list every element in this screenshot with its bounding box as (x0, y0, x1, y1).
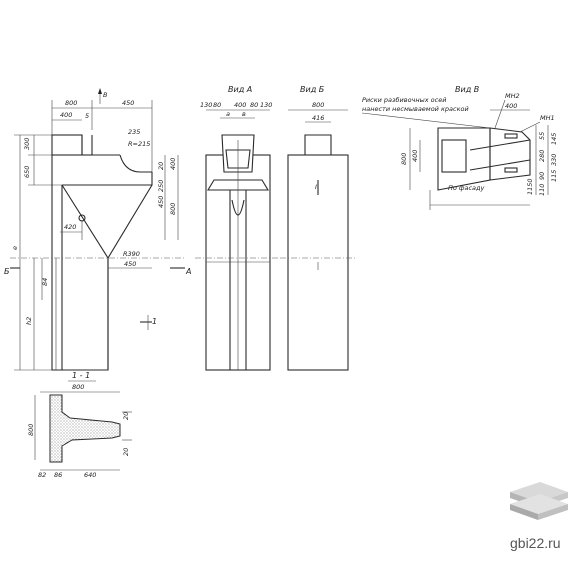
dim-s-800: 800 (72, 383, 84, 391)
dim-5: 5 (85, 112, 89, 120)
front-view: 800 450 В 400 5 235 R=215 300 650 e h2 8… (4, 88, 191, 371)
view-a-label: Вид А (228, 85, 252, 94)
watermark-logo-icon (510, 482, 568, 520)
dim-s-640: 640 (84, 471, 96, 479)
dim-a-b: в (242, 110, 246, 118)
mark-b: Б (4, 267, 10, 276)
axis-h2: h2 (25, 317, 33, 325)
mark-1: 1 (152, 317, 157, 326)
by-face-label: По фасаду (448, 184, 485, 192)
section-1-1: 1 - 1 800 800 20 20 82 86 640 (27, 371, 132, 479)
mn2-label: МН2 (505, 92, 520, 100)
dim-v-400b: 400 (411, 150, 419, 162)
mark-a: А (185, 267, 191, 276)
dim-400: 400 (60, 111, 72, 119)
dim-v-55: 55 (538, 132, 546, 140)
dim-v-330: 330 (550, 154, 558, 166)
dim-s-82: 82 (38, 471, 46, 479)
dim-20: 20 (157, 162, 165, 170)
section-hatch (49, 394, 121, 463)
view-b-label: Вид Б (300, 85, 325, 94)
dim-a-80: 80 (213, 101, 221, 109)
dim-800v: 800 (169, 203, 177, 215)
dim-a-130b: 130 (260, 101, 272, 109)
dim-650: 650 (23, 166, 31, 178)
dim-v-115: 115 (550, 170, 558, 182)
dim-s-800v: 800 (27, 424, 35, 436)
dim-v-800: 800 (400, 153, 408, 165)
dim-v-145: 145 (550, 133, 558, 145)
view-a: Вид А 130 80 400 80 130 а в (195, 85, 280, 371)
dim-420: 420 (64, 223, 76, 231)
dim-250: 250 (157, 180, 165, 192)
view-v-label: Вид В (455, 85, 479, 94)
dim-800: 800 (65, 99, 77, 107)
dim-s-86: 86 (54, 471, 62, 479)
dim-235: 235 (128, 128, 140, 136)
marks-note-2: нанести несмываемой краской (362, 105, 469, 113)
dim-a-80b: 80 (250, 101, 258, 109)
dim-s-20b: 20 (122, 448, 130, 456)
dim-v-1150: 1150 (526, 178, 534, 195)
mn1-label: МН1 (540, 114, 555, 122)
dim-s-20: 20 (122, 412, 130, 420)
marks-note-1: Риски разбивочных осей (362, 96, 446, 104)
dim-b-416: 416 (312, 114, 324, 122)
dim-a-a: а (226, 110, 230, 118)
dim-r215: R=215 (128, 140, 150, 148)
mark-v-top: В (103, 91, 108, 99)
dim-400v: 400 (169, 158, 177, 170)
mark-i: I (315, 183, 317, 191)
dim-v-90: 90 (538, 172, 546, 180)
dim-v-110: 110 (538, 184, 546, 196)
dim-450: 450 (122, 99, 134, 107)
dim-a-400: 400 (234, 101, 246, 109)
dim-v-400: 400 (505, 102, 517, 110)
dim-84: 84 (41, 278, 49, 286)
view-b: Вид Б 800 416 I (280, 85, 355, 371)
dim-450v: 450 (157, 196, 165, 208)
dim-v-280: 280 (538, 150, 546, 162)
dim-a-130: 130 (200, 101, 212, 109)
axis-e: e (11, 246, 19, 250)
watermark-site: gbi22.ru (510, 535, 561, 551)
view-v: Вид В Риски разбивочных осей нанести нес… (361, 85, 558, 210)
section-label: 1 - 1 (72, 371, 90, 380)
dim-450-bottom: 450 (124, 260, 136, 268)
dim-b-800: 800 (312, 101, 324, 109)
dim-r390: R390 (123, 250, 140, 258)
dim-300: 300 (23, 138, 31, 150)
